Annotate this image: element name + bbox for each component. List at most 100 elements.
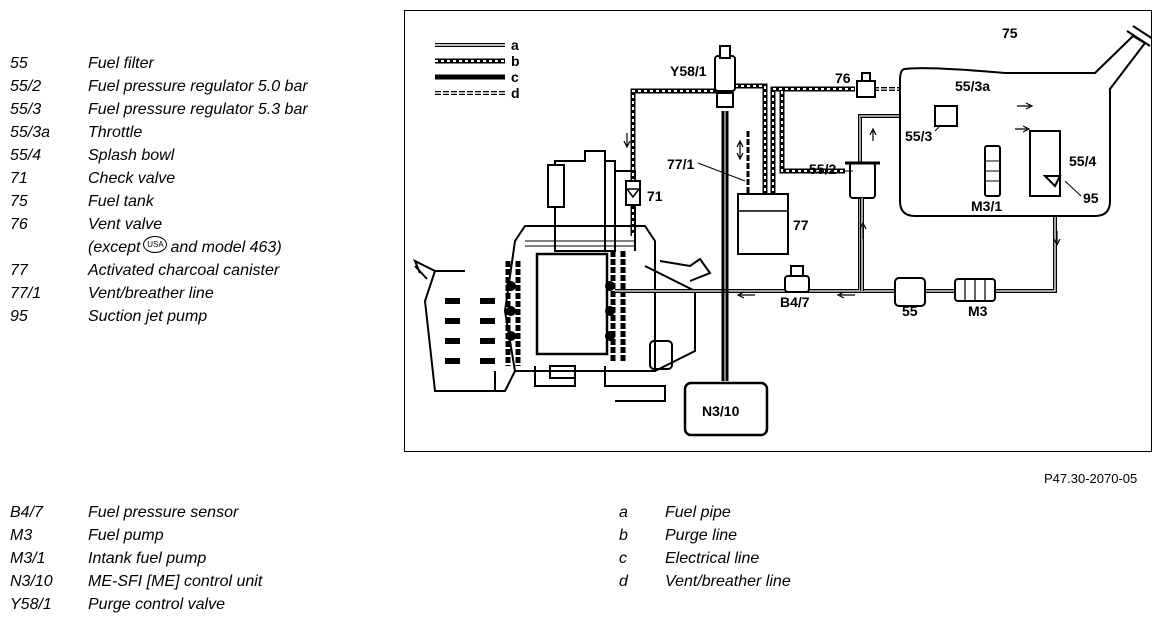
legend-note-post: and model 463)	[170, 239, 282, 256]
legend-desc: Fuel pressure regulator 5.0 bar	[88, 78, 308, 95]
legend-code: 76	[10, 216, 28, 233]
label-55-3: 55/3	[905, 128, 932, 144]
legend-code: a	[619, 504, 628, 521]
fuel-filter	[894, 277, 926, 307]
tank-components	[934, 105, 1062, 197]
legend-row: b Purge line	[619, 524, 791, 547]
legend-row: 55/3 Fuel pressure regulator 5.3 bar	[10, 98, 308, 121]
legend-row: 71 Check valve	[10, 167, 308, 190]
fuel-system-diagram: a b c d	[404, 10, 1154, 452]
legend-code: Y58/1	[10, 596, 52, 613]
legend-note-pre: (except	[88, 239, 141, 256]
purge-control-valve	[714, 45, 736, 108]
label-55-3a: 55/3a	[955, 78, 990, 94]
leader-lines	[697, 124, 1082, 197]
label-75: 75	[1002, 25, 1018, 41]
key-letter-a: a	[511, 37, 519, 53]
legend-code: B4/7	[10, 504, 43, 521]
label-m3-1: M3/1	[971, 198, 1002, 214]
legend-row: Y58/1 Purge control valve	[10, 593, 262, 616]
key-letter-d: d	[511, 85, 520, 101]
legend-code: 55	[10, 55, 28, 72]
legend-row: 55/2 Fuel pressure regulator 5.0 bar	[10, 75, 308, 98]
legend-code: d	[619, 573, 628, 590]
label-55-2: 55/2	[809, 161, 836, 177]
legend-code: 77	[10, 262, 28, 279]
label-77: 77	[793, 217, 809, 233]
legend-row: 55 Fuel filter	[10, 52, 308, 75]
legend-row: 76 Vent valve	[10, 213, 308, 236]
diagram-svg: a b c d	[413, 25, 1154, 437]
legend-desc: Throttle	[88, 124, 143, 141]
legend-desc: Splash bowl	[88, 147, 175, 164]
engine-drawing	[413, 150, 712, 402]
legend-code: 55/2	[10, 78, 42, 95]
label-71: 71	[647, 188, 663, 204]
line-key: a b c d	[435, 37, 520, 101]
legend-desc: Electrical line	[665, 550, 760, 567]
label-m3: M3	[968, 303, 988, 319]
legend-code: N3/10	[10, 573, 53, 590]
label-95: 95	[1083, 190, 1099, 206]
label-n3-10: N3/10	[702, 403, 740, 419]
legend-row: d Vent/breather line	[619, 570, 791, 593]
vent-valve	[856, 80, 876, 98]
label-76: 76	[835, 70, 851, 86]
legend-desc: Fuel pipe	[665, 504, 731, 521]
legend-row: B4/7 Fuel pressure sensor	[10, 501, 262, 524]
legend-code: 55/3a	[10, 124, 51, 141]
label-77-1: 77/1	[667, 156, 694, 172]
legend-code: 95	[10, 308, 28, 325]
reference-code: P47.30-2070-05	[1044, 471, 1138, 486]
legend-code: 77/1	[10, 285, 42, 302]
legend-row: 55/3a Throttle	[10, 121, 308, 144]
legend-code: 55/3	[10, 101, 42, 118]
pressure-regulator-55-2	[845, 161, 880, 199]
legend-desc: Intank fuel pump	[88, 550, 207, 567]
fuel-pump	[954, 278, 996, 302]
key-letter-b: b	[511, 53, 520, 69]
legend-row: c Electrical line	[619, 547, 791, 570]
legend-desc: Activated charcoal canister	[88, 262, 280, 279]
label-b4-7: B4/7	[780, 294, 810, 310]
usa-badge-icon: USA	[143, 236, 168, 253]
legend-desc: Vent valve	[88, 216, 163, 233]
control-unit	[683, 381, 769, 437]
legend-desc: Suction jet pump	[88, 308, 208, 325]
legend-row: N3/10 ME-SFI [ME] control unit	[10, 570, 262, 593]
legend-row: a Fuel pipe	[619, 501, 791, 524]
legend-row: 77 Activated charcoal canister	[10, 259, 308, 282]
legend-row: 95 Suction jet pump	[10, 305, 308, 328]
legend-desc: Fuel pressure sensor	[88, 504, 239, 521]
legend-row: 77/1 Vent/breather line	[10, 282, 308, 305]
legend-row: 75 Fuel tank	[10, 190, 308, 213]
legend-desc: Purge line	[665, 527, 738, 544]
legend-code: M3/1	[10, 550, 46, 567]
legend-code: 71	[10, 170, 28, 187]
check-valve	[625, 180, 641, 206]
label-55: 55	[902, 303, 918, 319]
legend-desc: Purge control valve	[88, 596, 225, 613]
legend-desc: Vent/breather line	[88, 285, 214, 302]
legend-desc: ME-SFI [ME] control unit	[88, 573, 263, 590]
legend-desc: Fuel pump	[88, 527, 164, 544]
legend-code: 75	[10, 193, 28, 210]
legend-desc: Check valve	[88, 170, 176, 187]
legend-desc: Vent/breather line	[665, 573, 791, 590]
legend-row: M3/1 Intank fuel pump	[10, 547, 262, 570]
label-55-4: 55/4	[1069, 153, 1096, 169]
legend-desc: Fuel tank	[88, 193, 154, 210]
electrical-lines	[721, 111, 729, 381]
charcoal-canister	[737, 193, 789, 255]
label-y58-1: Y58/1	[670, 63, 707, 79]
legend-code: b	[619, 527, 628, 544]
legend-desc: Fuel filter	[88, 55, 154, 72]
legend-code: c	[619, 550, 627, 567]
legend-desc: Fuel pressure regulator 5.3 bar	[88, 101, 308, 118]
suction-jet-pump	[1042, 175, 1062, 188]
